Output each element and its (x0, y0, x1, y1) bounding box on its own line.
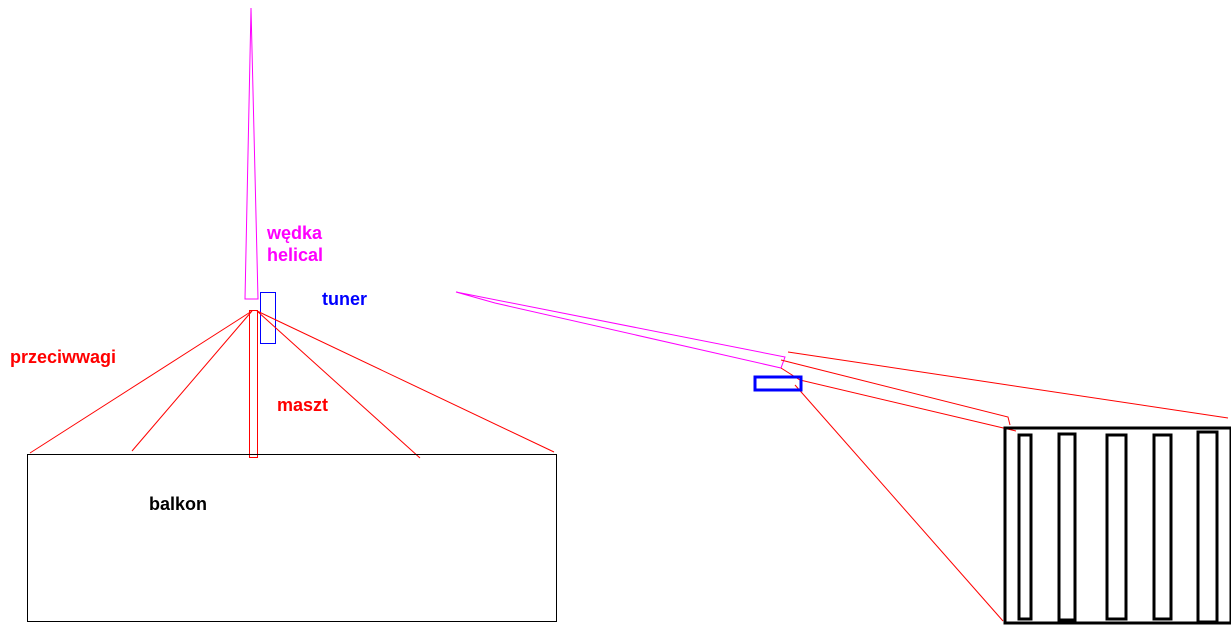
mast (249, 310, 258, 458)
helical-rod (244, 7, 259, 300)
balcony-railing (1003, 426, 1231, 625)
tuner-label: tuner (322, 289, 367, 309)
rod-label: wędka (267, 223, 323, 243)
rod-type-label: helical (267, 245, 324, 265)
balcony-label: balkon (149, 494, 208, 514)
tuner-box (260, 292, 276, 344)
counterpoise-wires (29, 310, 555, 459)
counterpoises-label: przeciwwagi (10, 347, 117, 367)
helical-rod-side (455, 291, 786, 369)
balcony (27, 454, 557, 622)
counterpoise-wires-side (780, 351, 1229, 622)
tuner-box-side (753, 375, 803, 392)
mast-label: maszt (277, 395, 329, 415)
